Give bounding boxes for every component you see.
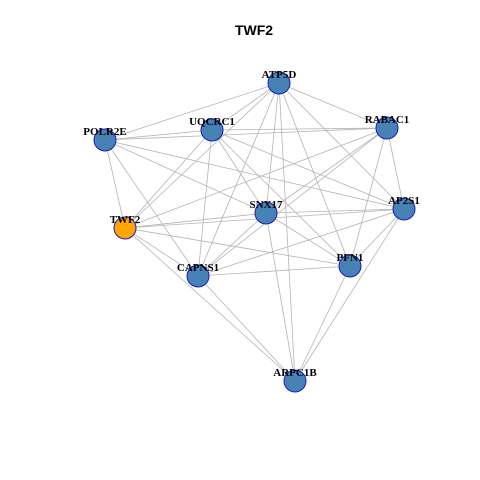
node-label: PFN1: [337, 252, 364, 264]
edge-capns1-arpc1b: [197, 275, 296, 382]
edge-polr2e-rabac1: [104, 127, 388, 141]
edge-uqcrc1-twf2: [124, 129, 213, 229]
edge-uqcrc1-capns1: [197, 129, 213, 277]
node-label: SNX17: [249, 199, 283, 211]
edge-atp5d-snx17: [265, 82, 280, 214]
node-capns1: CAPNS1: [177, 262, 219, 288]
node-circle: [338, 254, 362, 278]
edge-uqcrc1-ap2s1: [211, 129, 405, 210]
edge-rabac1-pfn1: [349, 127, 388, 267]
edge-capns1-pfn1: [197, 265, 351, 277]
node-label: CAPNS1: [177, 262, 219, 274]
node-circle: [93, 128, 117, 152]
node-circle: [200, 118, 224, 142]
edge-snx17-ap2s1: [265, 208, 405, 214]
edge-uqcrc1-pfn1: [211, 129, 351, 267]
edge-polr2e-capns1: [104, 139, 199, 277]
node-uqcrc1: UQCRC1: [189, 116, 235, 142]
edge-snx17-arpc1b: [265, 212, 296, 382]
edge-rabac1-twf2: [124, 127, 388, 229]
node-twf2: TWF2: [110, 214, 141, 240]
node-label: AP2S1: [388, 195, 420, 207]
edge-uqcrc1-polr2e: [104, 129, 213, 141]
edge-twf2-arpc1b: [124, 227, 296, 382]
edge-twf2-pfn1: [124, 227, 351, 267]
node-label: TWF2: [110, 214, 141, 226]
edge-atp5d-polr2e: [104, 82, 280, 141]
edge-twf2-capns1: [124, 227, 199, 277]
node-circle: [113, 216, 137, 240]
edge-atp5d-pfn1: [278, 82, 351, 267]
edge-snx17-pfn1: [265, 212, 351, 267]
edge-ap2s1-arpc1b: [294, 208, 405, 382]
edge-ap2s1-capns1: [197, 208, 405, 277]
edge-layer: [104, 82, 405, 382]
node-label: ATP5D: [262, 69, 297, 81]
graph-title: TWF2: [235, 22, 273, 38]
edge-snx17-capns1: [197, 212, 267, 277]
edge-rabac1-snx17: [265, 127, 388, 214]
node-rabac1: RABAC1: [365, 114, 410, 140]
node-circle: [283, 369, 307, 393]
node-label: RABAC1: [365, 114, 410, 126]
node-pfn1: PFN1: [337, 252, 364, 278]
edge-rabac1-ap2s1: [386, 127, 405, 210]
node-atp5d: ATP5D: [262, 69, 297, 95]
node-circle: [375, 116, 399, 140]
edge-atp5d-uqcrc1: [211, 82, 280, 131]
node-circle: [186, 264, 210, 288]
node-circle: [392, 197, 416, 221]
node-circle: [267, 71, 291, 95]
node-polr2e: POLR2E: [83, 126, 127, 152]
node-label: ARPC1B: [273, 367, 317, 379]
node-arpc1b: ARPC1B: [273, 367, 317, 393]
edge-polr2e-twf2: [104, 139, 126, 229]
edge-snx17-twf2: [124, 212, 267, 229]
edge-atp5d-twf2: [124, 82, 280, 229]
node-label: POLR2E: [83, 126, 126, 138]
node-circle: [254, 201, 278, 225]
edge-polr2e-ap2s1: [104, 139, 405, 210]
edge-atp5d-capns1: [197, 82, 280, 277]
node-snx17: SNX17: [249, 199, 283, 225]
edge-pfn1-arpc1b: [294, 265, 351, 382]
edge-rabac1-capns1: [197, 127, 388, 277]
edge-atp5d-rabac1: [278, 82, 388, 129]
edge-uqcrc1-snx17: [211, 129, 267, 214]
node-label: UQCRC1: [189, 116, 235, 128]
edge-atp5d-ap2s1: [278, 82, 405, 210]
edge-uqcrc1-rabac1: [211, 127, 388, 131]
edge-polr2e-snx17: [104, 139, 267, 214]
node-ap2s1: AP2S1: [388, 195, 420, 221]
edge-ap2s1-pfn1: [349, 208, 405, 267]
